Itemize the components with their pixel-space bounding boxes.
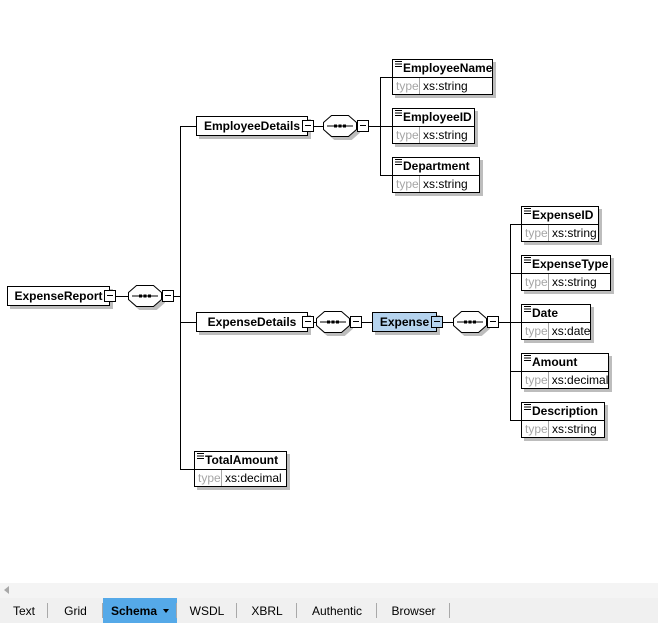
type-value[interactable]: xs:string bbox=[552, 226, 597, 240]
annotation-icon bbox=[197, 453, 204, 459]
element-label: Amount bbox=[532, 355, 578, 369]
element-expense-id[interactable]: ExpenseID type xs:string bbox=[521, 206, 599, 242]
sequence-compositor-icon[interactable] bbox=[453, 311, 487, 333]
type-key-label: type bbox=[522, 274, 549, 290]
element-label: Date bbox=[532, 306, 559, 320]
type-key-label: type bbox=[522, 225, 549, 241]
element-label: EmployeeName bbox=[403, 61, 493, 75]
type-value[interactable]: xs:string bbox=[423, 79, 468, 93]
element-label: EmployeeDetails bbox=[203, 119, 301, 133]
element-employee-id[interactable]: EmployeeID type xs:string bbox=[392, 108, 475, 144]
type-value[interactable]: xs:string bbox=[423, 128, 468, 142]
view-tab-bar: Text Grid Schema WSDL XBRL Authentic Bro… bbox=[0, 598, 658, 623]
element-expense-type[interactable]: ExpenseType type xs:string bbox=[521, 255, 611, 291]
annotation-icon bbox=[524, 208, 531, 214]
element-label: ExpenseReport bbox=[14, 289, 103, 303]
element-label: ExpenseID bbox=[532, 208, 594, 222]
element-description[interactable]: Description type xs:string bbox=[521, 402, 605, 438]
element-total-amount[interactable]: TotalAmount type xs:decimal bbox=[194, 451, 287, 487]
tab-browser[interactable]: Browser bbox=[377, 598, 450, 623]
collapse-toggle[interactable] bbox=[487, 316, 499, 328]
type-key-label: type bbox=[393, 78, 420, 94]
type-key-label: type bbox=[393, 127, 420, 143]
type-value[interactable]: xs:string bbox=[423, 177, 468, 191]
element-label: ExpenseDetails bbox=[207, 315, 297, 329]
collapse-toggle[interactable] bbox=[162, 290, 174, 302]
collapse-toggle[interactable] bbox=[104, 290, 116, 302]
type-value[interactable]: xs:decimal bbox=[225, 471, 282, 485]
type-key-label: type bbox=[522, 372, 549, 388]
tab-schema[interactable]: Schema bbox=[103, 598, 177, 623]
tab-scroll-left-icon[interactable] bbox=[4, 586, 9, 594]
collapse-toggle[interactable] bbox=[302, 120, 314, 132]
dropdown-caret-icon[interactable] bbox=[163, 608, 170, 613]
annotation-icon bbox=[524, 306, 531, 312]
sequence-compositor-icon[interactable] bbox=[316, 311, 350, 333]
annotation-icon bbox=[524, 257, 531, 263]
type-key-label: type bbox=[393, 176, 420, 192]
element-label: EmployeeID bbox=[403, 110, 472, 124]
type-value[interactable]: xs:decimal bbox=[551, 373, 609, 387]
tab-wsdl[interactable]: WSDL bbox=[177, 598, 237, 623]
type-value[interactable]: xs:date bbox=[551, 324, 591, 338]
element-date[interactable]: Date type xs:date bbox=[521, 304, 591, 340]
tab-grid[interactable]: Grid bbox=[48, 598, 103, 623]
element-employee-name[interactable]: EmployeeName type xs:string bbox=[392, 59, 493, 95]
collapse-toggle[interactable] bbox=[302, 316, 314, 328]
tab-text[interactable]: Text bbox=[0, 598, 48, 623]
collapse-toggle[interactable] bbox=[350, 316, 362, 328]
connector-lines bbox=[116, 77, 521, 470]
element-label: TotalAmount bbox=[205, 453, 279, 467]
annotation-icon bbox=[524, 404, 531, 410]
element-label: Department bbox=[403, 159, 470, 173]
element-expense-report[interactable]: ExpenseReport bbox=[7, 286, 110, 306]
collapse-toggle[interactable] bbox=[431, 316, 443, 328]
annotation-icon bbox=[395, 159, 402, 165]
element-department[interactable]: Department type xs:string bbox=[392, 157, 480, 193]
element-label: ExpenseType bbox=[532, 257, 609, 271]
sequence-compositor-icon[interactable] bbox=[128, 285, 162, 307]
element-label: Expense bbox=[379, 315, 430, 329]
collapse-toggle[interactable] bbox=[357, 120, 369, 132]
schema-diagram-canvas: ExpenseReport EmployeeDetails EmployeeNa… bbox=[7, 59, 611, 487]
tab-scroll-strip bbox=[0, 583, 658, 598]
annotation-icon bbox=[395, 61, 402, 67]
element-expense-details[interactable]: ExpenseDetails bbox=[196, 312, 308, 332]
annotation-icon bbox=[524, 355, 531, 361]
sequence-compositor-icon[interactable] bbox=[323, 115, 357, 137]
type-key-label: type bbox=[522, 421, 549, 437]
element-label: Description bbox=[532, 404, 599, 418]
annotation-icon bbox=[395, 110, 402, 116]
tab-authentic[interactable]: Authentic bbox=[297, 598, 377, 623]
type-key-label: type bbox=[195, 470, 222, 486]
tab-xbrl[interactable]: XBRL bbox=[237, 598, 297, 623]
type-value[interactable]: xs:string bbox=[552, 422, 597, 436]
type-key-label: type bbox=[522, 323, 549, 339]
element-expense[interactable]: Expense bbox=[372, 312, 437, 332]
element-amount[interactable]: Amount type xs:decimal bbox=[521, 353, 609, 389]
type-value[interactable]: xs:string bbox=[552, 275, 597, 289]
element-employee-details[interactable]: EmployeeDetails bbox=[196, 116, 308, 136]
